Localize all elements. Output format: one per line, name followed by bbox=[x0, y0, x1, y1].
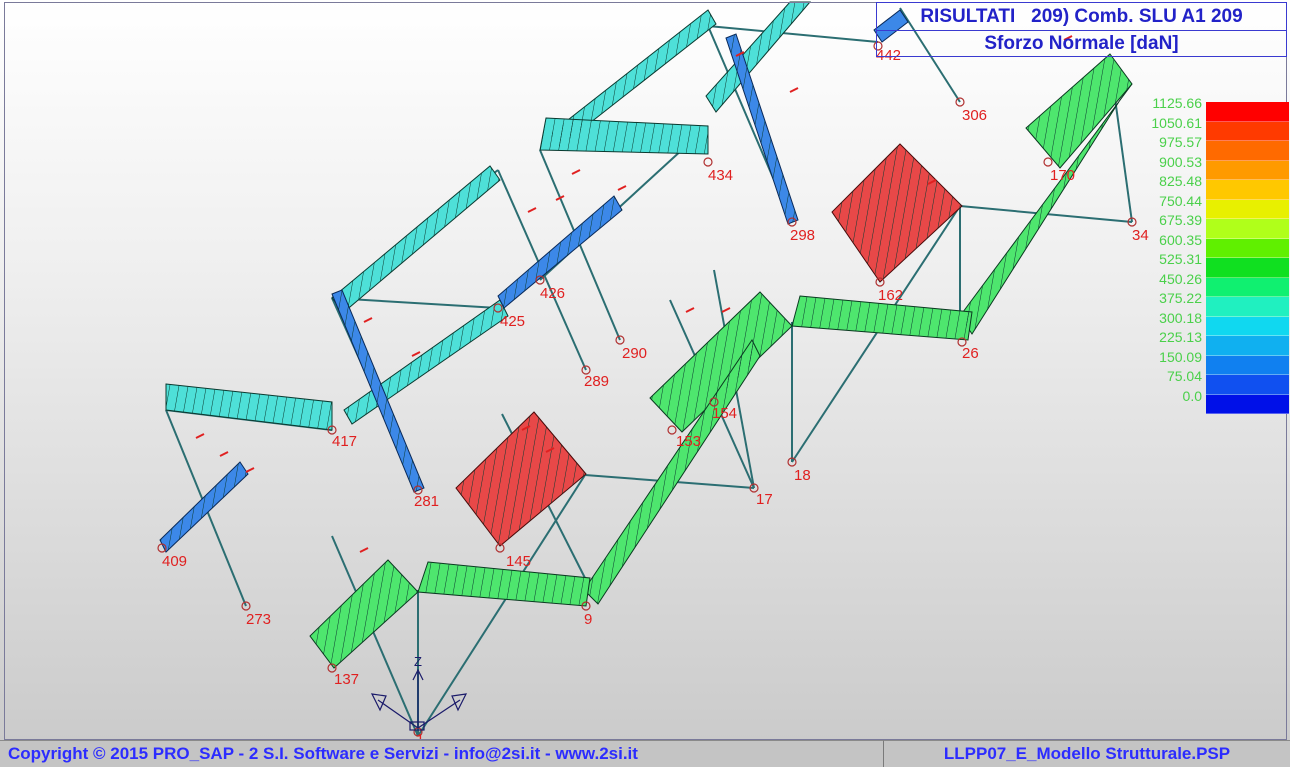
scale-label: 750.44 bbox=[1159, 192, 1202, 209]
beams-blue-hatch bbox=[160, 34, 798, 552]
scale-swatch bbox=[1206, 180, 1289, 200]
scale-label: 450.26 bbox=[1159, 270, 1202, 287]
scale-label: 150.09 bbox=[1159, 348, 1202, 365]
scale-label: 525.31 bbox=[1159, 251, 1202, 267]
structural-model-view[interactable]: 442 306 434 298 170 34 162 426 425 290 2… bbox=[0, 0, 1290, 740]
scale-label: 75.04 bbox=[1166, 368, 1202, 384]
scale-swatch bbox=[1206, 394, 1289, 414]
node-label: 18 bbox=[794, 467, 811, 484]
node-label: 145 bbox=[506, 553, 531, 570]
node-label: 137 bbox=[334, 671, 359, 688]
scale-swatch bbox=[1206, 102, 1289, 122]
scale-swatch bbox=[1206, 355, 1289, 375]
axis-triad-icon bbox=[370, 668, 468, 731]
node-label: 289 bbox=[584, 373, 609, 390]
node-label: 281 bbox=[414, 493, 439, 510]
scale-label: 300.18 bbox=[1159, 309, 1202, 326]
scale-swatch bbox=[1206, 199, 1289, 219]
scale-label: 0.0 bbox=[1182, 387, 1202, 404]
scale-label: 675.39 bbox=[1159, 212, 1202, 228]
scale-label: 975.57 bbox=[1159, 134, 1202, 150]
scale-label: 600.35 bbox=[1159, 231, 1202, 248]
scale-label: 1050.61 bbox=[1151, 114, 1202, 131]
panels-red-hatch bbox=[456, 144, 962, 546]
scale-swatch bbox=[1206, 238, 1289, 258]
scale-swatch bbox=[1206, 160, 1289, 180]
status-filename: LLPP07_E_Modello Strutturale.PSP bbox=[884, 740, 1290, 767]
results-title-box: RISULTATI 209) Comb. SLU A1 209 Sforzo N… bbox=[876, 2, 1287, 57]
results-subtitle: Sforzo Normale [daN] bbox=[984, 33, 1179, 54]
scale-swatch bbox=[1206, 297, 1289, 317]
scale-label: 825.48 bbox=[1159, 173, 1202, 189]
scale-swatch bbox=[1206, 121, 1289, 141]
scale-swatch bbox=[1206, 141, 1289, 161]
color-scale-bar bbox=[1206, 102, 1289, 414]
scale-label: 375.22 bbox=[1159, 290, 1202, 306]
node-label: 170 bbox=[1050, 167, 1075, 184]
scale-label: 900.53 bbox=[1159, 153, 1202, 170]
node-label: 290 bbox=[622, 345, 647, 362]
node-label: 434 bbox=[708, 167, 733, 184]
results-title: RISULTATI 209) Comb. SLU A1 209 bbox=[877, 3, 1286, 31]
scale-swatch bbox=[1206, 258, 1289, 278]
color-scale-labels: 1125.66 1050.61 975.57 900.53 825.48 750… bbox=[1126, 94, 1202, 406]
node-label: 426 bbox=[540, 285, 565, 302]
scale-swatch bbox=[1206, 336, 1289, 356]
node-label: 17 bbox=[756, 491, 773, 508]
axis-z-label: Z bbox=[414, 654, 422, 669]
frame-members bbox=[165, 7, 1133, 737]
node-label: 9 bbox=[584, 611, 592, 628]
node-label: 153 bbox=[676, 433, 701, 450]
scale-label: 225.13 bbox=[1159, 329, 1202, 345]
node-label: 417 bbox=[332, 433, 357, 450]
scale-swatch bbox=[1206, 375, 1289, 395]
node-label: 409 bbox=[162, 553, 187, 570]
node-label: 162 bbox=[878, 287, 903, 304]
node-label: 34 bbox=[1132, 227, 1149, 244]
node-labels: 442 306 434 298 170 34 162 426 425 290 2… bbox=[162, 47, 1149, 740]
node-label: 273 bbox=[246, 611, 271, 628]
node-label: 425 bbox=[500, 313, 525, 330]
node-label: 442 bbox=[876, 47, 901, 64]
node-label: 154 bbox=[712, 405, 737, 422]
scale-swatch bbox=[1206, 277, 1289, 297]
status-copyright: Copyright © 2015 PRO_SAP - 2 S.I. Softwa… bbox=[0, 740, 884, 767]
node-label: 298 bbox=[790, 227, 815, 244]
node-label: 306 bbox=[962, 107, 987, 124]
node-label: 26 bbox=[962, 345, 979, 362]
node-label: 1 bbox=[416, 731, 424, 740]
axis-marks bbox=[195, 35, 1073, 553]
scale-swatch bbox=[1206, 316, 1289, 336]
scale-label: 1125.66 bbox=[1152, 95, 1202, 111]
scale-swatch bbox=[1206, 219, 1289, 239]
